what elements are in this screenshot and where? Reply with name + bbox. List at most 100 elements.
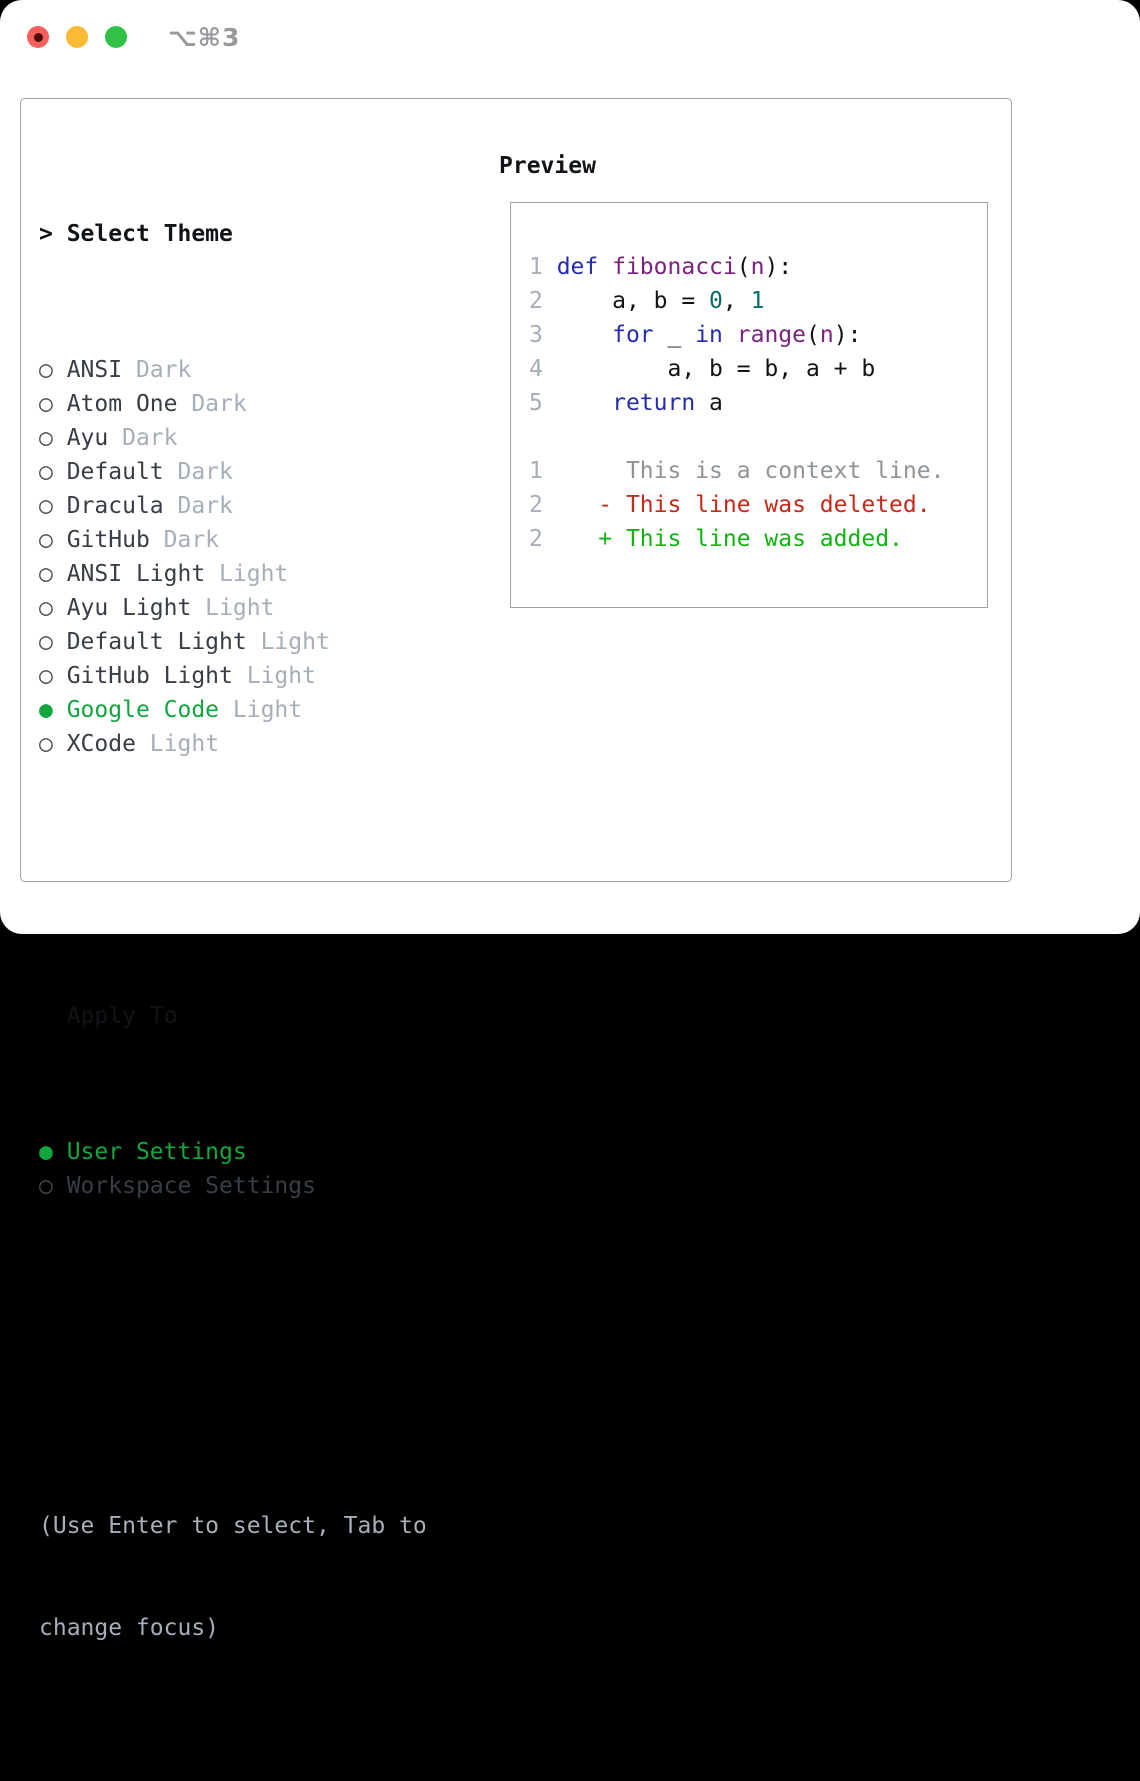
- theme-picker-panel: >Select Theme ○ ANSI Dark○ Atom One Dark…: [20, 98, 1012, 1641]
- theme-name: Default Light: [66, 629, 247, 655]
- theme-name: Google Code: [66, 697, 220, 723]
- radio-icon: ○: [39, 595, 67, 621]
- window-shortcut-label: ⌥⌘3: [168, 22, 241, 52]
- code-line: 4 a, b = b, a + b: [529, 352, 987, 386]
- radio-selected-icon: ●: [39, 1139, 67, 1165]
- code-text: _: [653, 322, 696, 348]
- literal-token: 1: [750, 288, 765, 314]
- help-text: (Use Enter to select, Tab to change focu…: [39, 1441, 427, 1713]
- theme-option-ayu[interactable]: ○ Ayu Dark: [39, 421, 427, 455]
- code-line: 1 def fibonacci(n):: [529, 250, 987, 284]
- function-token: fibonacci: [612, 254, 737, 280]
- code-text: [723, 322, 737, 348]
- theme-variant: Dark: [163, 459, 233, 485]
- code-line: 3 for _ in range(n):: [529, 318, 987, 352]
- code-text: ):: [833, 322, 862, 348]
- app-window: ⌥⌘3 >Select Theme ○ ANSI Dark○ Atom One …: [0, 0, 1140, 1641]
- theme-option-github-light[interactable]: ○ GitHub Light Light: [39, 659, 427, 693]
- apply-option-user-settings[interactable]: ● User Settings: [39, 1135, 427, 1169]
- select-theme-title: Select Theme: [66, 221, 233, 247]
- cursor-icon: >: [39, 221, 53, 247]
- theme-option-atom-one[interactable]: ○ Atom One Dark: [39, 387, 427, 421]
- theme-option-xcode[interactable]: ○ XCode Light: [39, 727, 427, 761]
- minimize-button[interactable]: [66, 26, 88, 48]
- code-text: a, b =: [556, 288, 710, 314]
- theme-variant: Light: [219, 697, 303, 723]
- line-number: 2: [529, 526, 557, 552]
- theme-variant: Light: [232, 663, 316, 689]
- function-token: n: [750, 254, 765, 280]
- radio-icon: ○: [39, 629, 67, 655]
- radio-icon: ○: [39, 1173, 67, 1199]
- code-text: [598, 254, 612, 280]
- theme-name: Dracula: [66, 493, 164, 519]
- radio-icon: ○: [39, 425, 67, 451]
- apply-option-workspace-settings[interactable]: ○ Workspace Settings: [39, 1169, 427, 1203]
- radio-icon: ○: [39, 493, 67, 519]
- theme-variant: Dark: [108, 425, 178, 451]
- spacer: [39, 1305, 427, 1339]
- code-line: 2 + This line was added.: [529, 522, 987, 556]
- close-dot-icon: [33, 32, 43, 42]
- radio-icon: ○: [39, 731, 67, 757]
- apply-to-header: Apply To: [66, 1003, 178, 1029]
- function-token: range: [736, 322, 806, 348]
- line-number: 5: [529, 390, 557, 416]
- line-number: 4: [529, 356, 557, 382]
- apply-option-label: User Settings: [66, 1139, 247, 1165]
- code-text: [557, 322, 612, 348]
- theme-variant: Dark: [177, 391, 247, 417]
- keyword-token: for: [612, 322, 654, 348]
- line-number: 1: [529, 254, 557, 280]
- code-text: [557, 390, 612, 416]
- theme-variant: Light: [205, 561, 289, 587]
- theme-option-github[interactable]: ○ GitHub Dark: [39, 523, 427, 557]
- code-text: ):: [764, 254, 793, 280]
- theme-name: Atom One: [66, 391, 178, 417]
- radio-icon: ○: [39, 459, 67, 485]
- code-text: [557, 526, 599, 552]
- keyword-token: def: [556, 254, 599, 280]
- radio-selected-icon: ●: [39, 697, 67, 723]
- code-line: 2 a, b = 0, 1: [529, 284, 987, 318]
- keyword-token: return: [612, 390, 696, 416]
- code-line: 5 return a: [529, 386, 987, 420]
- code-text: [557, 492, 599, 518]
- context-line-text: This is a context line.: [556, 458, 945, 484]
- theme-option-default[interactable]: ○ Default Dark: [39, 455, 427, 489]
- code-text: (: [806, 322, 820, 348]
- radio-icon: ○: [39, 391, 67, 417]
- close-button[interactable]: [27, 26, 49, 48]
- code-line: [529, 420, 987, 454]
- zoom-button[interactable]: [105, 26, 127, 48]
- theme-list-column: >Select Theme ○ ANSI Dark○ Atom One Dark…: [39, 149, 427, 1781]
- theme-option-google-code[interactable]: ● Google Code Light: [39, 693, 427, 727]
- theme-name: Ayu: [66, 425, 109, 451]
- line-number: 1: [529, 458, 557, 484]
- theme-option-dracula[interactable]: ○ Dracula Dark: [39, 489, 427, 523]
- theme-name: Ayu Light: [66, 595, 192, 621]
- code-text: ,: [722, 288, 751, 314]
- theme-variant: Dark: [122, 357, 192, 383]
- code-text: a: [695, 390, 723, 416]
- theme-option-default-light[interactable]: ○ Default Light Light: [39, 625, 427, 659]
- theme-option-ayu-light[interactable]: ○ Ayu Light Light: [39, 591, 427, 625]
- theme-name: ANSI: [66, 357, 123, 383]
- radio-icon: ○: [39, 561, 67, 587]
- theme-option-ansi[interactable]: ○ ANSI Dark: [39, 353, 427, 387]
- line-number: 3: [529, 322, 557, 348]
- line-number: 2: [529, 492, 557, 518]
- theme-name: ANSI Light: [66, 561, 206, 587]
- apply-to-list: ● User Settings○ Workspace Settings: [39, 1135, 427, 1203]
- code-text: a, b = b, a + b: [556, 356, 876, 382]
- theme-variant: Light: [191, 595, 275, 621]
- theme-name: XCode: [66, 731, 136, 757]
- theme-variant: Light: [135, 731, 220, 757]
- theme-name: GitHub Light: [66, 663, 233, 689]
- apply-option-label: Workspace Settings: [66, 1173, 316, 1199]
- function-token: n: [819, 322, 834, 348]
- radio-icon: ○: [39, 357, 67, 383]
- preview-title: Preview: [499, 153, 596, 179]
- theme-option-ansi-light[interactable]: ○ ANSI Light Light: [39, 557, 427, 591]
